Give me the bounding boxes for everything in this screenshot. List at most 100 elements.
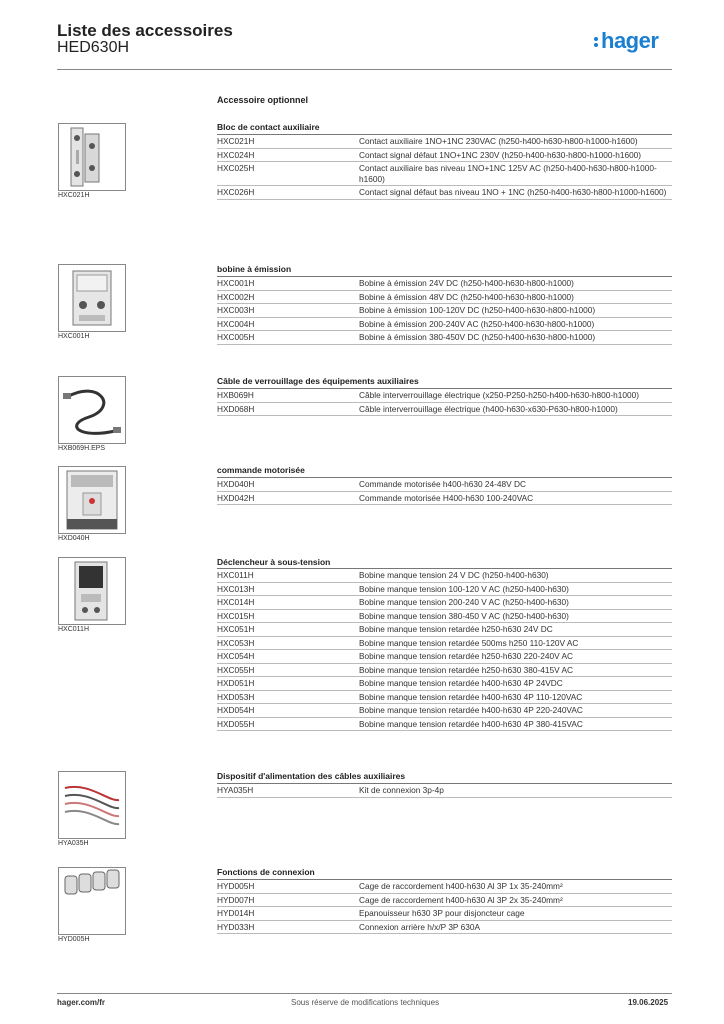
desc-cell: Bobine manque tension 380-450 V AC (h250… [359,610,569,621]
image-caption: HXC011H [58,626,89,633]
ref-cell: HXC003H [217,305,255,315]
desc-cell: Contact auxiliaire bas niveau 1NO+1NC 12… [359,163,657,184]
group-title: Dispositif d'alimentation des câbles aux… [217,771,406,781]
website-link[interactable]: hager.com/fr [57,998,106,1007]
interlock-cable-image [58,376,126,444]
logo-text: hager [601,28,659,53]
desc-cell: Bobine à émission 24V DC (h250-h400-h630… [359,278,574,288]
ref-cell: HXC004H [217,318,255,329]
ref-cell: HXC024H [217,149,255,160]
footer-divider [57,993,672,994]
ref-cell: HXC053H [217,637,255,648]
image-caption: HXC021H [58,192,90,199]
table-row: HXC015H Bobine manque tension 380-450 V A… [217,610,672,623]
ref-cell: HYD005H [217,881,255,891]
ref-cell: HXC013H [217,583,255,594]
undervoltage-release-image [58,557,126,625]
connection-cage-image [58,867,126,935]
ref-cell: HXC054H [217,651,255,661]
desc-cell: Contact signal défaut 1NO+1NC 230V (h250… [359,149,642,160]
motor-operator-image [58,466,126,534]
group-title: Bloc de contact auxiliaire [217,122,320,132]
ref-cell: HYD007H [217,894,255,905]
table-row: HXD042H Commande motorisée H400-h630 100-… [217,492,672,505]
page-title: Liste des accessoires [57,21,233,40]
ref-cell: HXC005H [217,332,255,342]
desc-cell: Contact signal défaut bas niveau 1NO + 1… [359,187,667,197]
ref-cell: HXD054H [217,705,255,715]
desc-cell: Kit de connexion 3p-4p [359,785,444,795]
desc-cell: Bobine manque tension 100-120 V AC (h250… [359,583,569,594]
table-row: HYD014H Epanouisseur h630 3P pour disjonc… [217,907,672,921]
table-row: HYD033H Connexion arrière h/x/P 3P 630A [217,921,672,934]
table-row: HXC053H Bobine manque tension retardée 50… [217,637,672,650]
desc-cell: Commande motorisée h400-h630 24-48V DC [359,479,526,489]
desc-cell: Epanouisseur h630 3P pour disjoncteur ca… [359,908,525,918]
table-row: HXC013H Bobine manque tension 100-120 V A… [217,583,672,596]
desc-cell: Bobine à émission 48V DC (h250-h400-h630… [359,291,574,302]
desc-cell: Bobine manque tension retardée h400-h630… [359,718,583,729]
logo-dots-icon [594,35,599,49]
ref-cell: HXC002H [217,291,255,302]
desc-cell: Bobine manque tension retardée 500ms h25… [359,637,579,648]
table-row: HXC054H Bobine manque tension retardée h2… [217,650,672,664]
group-title: Déclencheur à sous-tension [217,557,331,567]
table-row: HXD055H Bobine manque tension retardée h4… [217,718,672,731]
image-caption: HXD040H [58,535,90,542]
ref-cell: HXD068H [217,403,255,414]
table-row: HXB069H Câble interverrouillage électriqu… [217,389,672,403]
desc-cell: Câble interverrouillage électrique (h400… [359,403,618,414]
ref-cell: HXC025H [217,163,255,173]
desc-cell: Cage de raccordement h400-h630 Al 3P 1x … [359,881,563,891]
desc-cell: Contact auxiliaire 1NO+1NC 230VAC (h250-… [359,136,638,146]
group-title: Fonctions de connexion [217,867,315,877]
table-row: HXC024H Contact signal défaut 1NO+1NC 230… [217,149,672,162]
group-title: commande motorisée [217,465,305,475]
table-row: HYD007H Cage de raccordement h400-h630 Al… [217,894,672,907]
section-title: Accessoire optionnel [217,95,309,105]
table-row: HXD068H Câble interverrouillage électriqu… [217,403,672,416]
ref-cell: HXC015H [217,610,255,621]
ref-cell: HXC011H [217,570,254,580]
desc-cell: Bobine manque tension retardée h250-h630… [359,651,574,661]
desc-cell: Connexion arrière h/x/P 3P 630A [359,921,480,932]
image-caption: HXC001H [58,333,90,340]
ref-cell: HXD055H [217,718,255,729]
auxiliary-contact-image [58,123,126,191]
ref-cell: HXD042H [217,492,255,503]
ref-cell: HXC051H [217,624,255,634]
shunt-trip-image [58,264,126,332]
ref-cell: HYD014H [217,908,255,918]
table-row: HYD005H Cage de raccordement h400-h630 Al… [217,880,672,894]
desc-cell: Bobine manque tension retardée h400-h630… [359,705,583,715]
ref-cell: HXC026H [217,187,255,197]
table-row: HXC011H Bobine manque tension 24 V DC (h2… [217,569,672,583]
ref-cell: HYD033H [217,921,255,932]
ref-cell: HXC014H [217,597,255,607]
group-table: HXC011H Bobine manque tension 24 V DC (h2… [217,568,672,731]
table-row: HXC026H Contact signal défaut bas niveau … [217,186,672,200]
desc-cell: Bobine à émission 380-450V DC (h250-h400… [359,332,596,342]
desc-cell: Câble interverrouillage électrique (x250… [359,390,639,400]
desc-cell: Bobine manque tension retardée h250-h630… [359,664,574,675]
group-title: bobine à émission [217,264,292,274]
auxiliary-cable-kit-image [58,771,126,839]
desc-cell: Bobine manque tension 24 V DC (h250-h400… [359,570,549,580]
table-row: HXC025H Contact auxiliaire bas niveau 1NO… [217,162,672,186]
product-reference: HED630H [57,39,130,56]
ref-cell: HXC055H [217,664,255,675]
desc-cell: Commande motorisée H400-h630 100-240VAC [359,492,534,503]
disclaimer-text: Sous réserve de modifications techniques [291,998,440,1007]
desc-cell: Bobine manque tension retardée h250-h630… [359,624,553,634]
desc-cell: Bobine manque tension retardée h400-h630… [359,678,563,688]
ref-cell: HXB069H [217,390,254,400]
desc-cell: Cage de raccordement h400-h630 Al 3P 2x … [359,894,563,905]
